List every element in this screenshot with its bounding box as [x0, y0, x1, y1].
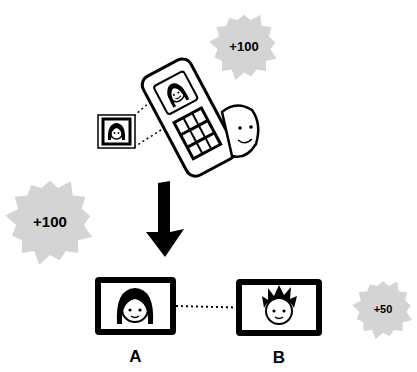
photo-icon — [98, 115, 135, 148]
starburst-fill — [352, 281, 412, 339]
starburst-fill — [209, 15, 276, 81]
score-text: +100 — [33, 213, 67, 230]
score-burst: +50 — [351, 277, 415, 341]
score-text: +100 — [229, 39, 258, 54]
person-face — [222, 105, 258, 156]
photo-box: B — [236, 279, 322, 336]
score-burst: +100 — [208, 10, 280, 82]
score-text: +50 — [374, 303, 393, 315]
starburst-fill — [5, 181, 92, 265]
boy-picture — [262, 285, 297, 324]
box-letter: A — [129, 347, 141, 367]
photo-box: A — [95, 277, 176, 335]
dotted-link — [176, 306, 236, 308]
down-arrow — [146, 181, 184, 257]
score-burst: +100 — [4, 175, 96, 267]
girl-picture — [117, 288, 153, 324]
dotted-line — [176, 306, 236, 308]
box-letter: B — [273, 348, 285, 368]
